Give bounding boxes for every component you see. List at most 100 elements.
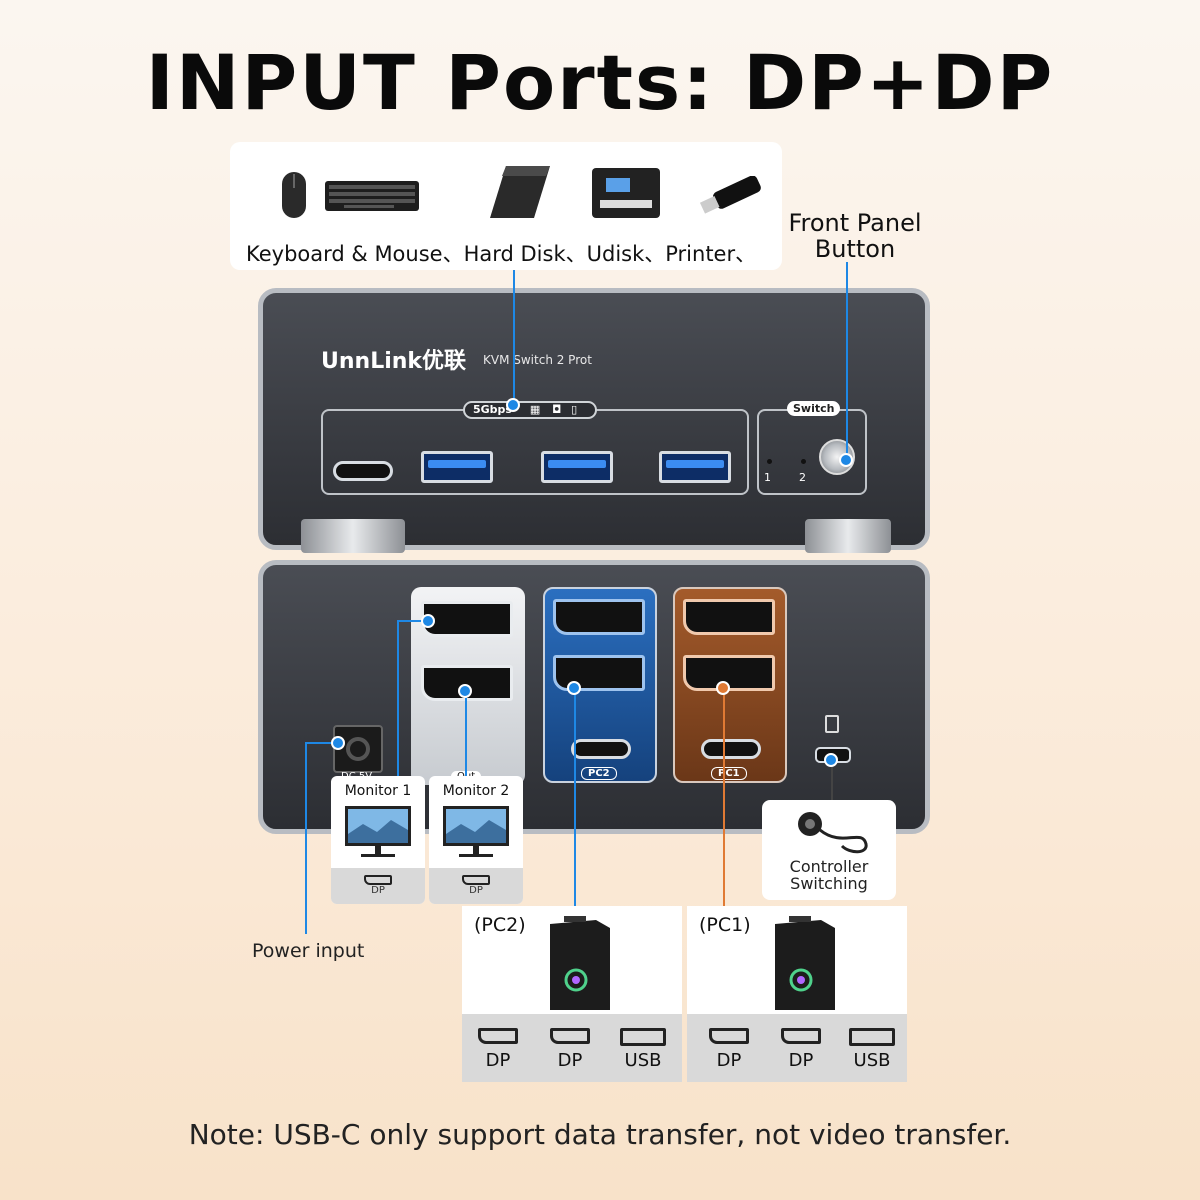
brand-logo: UnnLink优联 [321,343,466,375]
monitor-1-line-v [397,620,399,776]
monitor-2-icon [443,806,509,857]
pc1-port-block: PC1 [673,587,787,783]
led-1 [767,459,772,464]
devices-label: Keyboard & Mouse、Hard Disk、Udisk、Printer… [246,242,757,266]
pc2-name: (PC2) [474,914,526,936]
controller-port-icon [825,715,839,733]
pc1-name: (PC1) [699,914,751,936]
controller-label: Controller Switching [762,858,896,892]
pc1-port-label-3: USB [853,1050,891,1071]
led-1-label: 1 [764,471,771,484]
controller-card: Controller Switching [762,800,896,900]
mouse-mini-icon: ◘ [552,403,562,416]
front-usb-a-port-1 [421,451,493,483]
controller-cable-icon [798,812,868,854]
switch-label: Switch [787,401,841,416]
pc1-connector-line [723,688,725,906]
devices-card: Keyboard & Mouse、Hard Disk、Udisk、Printer… [230,142,782,270]
printer-icon [592,168,660,218]
controller-connector-line [831,760,833,800]
front-usb-a-port-3 [659,451,731,483]
pc2-usb-icon [620,1028,666,1046]
power-input-label: Power input [252,940,365,962]
led-2-label: 2 [799,471,806,484]
keyboard-mini-icon: ▦ [529,403,541,416]
pc1-label: PC1 [711,767,747,780]
front-panel-line-1: Front Panel [788,209,922,237]
front-panel-callout: Front Panel Button [770,210,940,262]
pc1-tower-icon [775,916,835,1010]
devices-connector-dot [506,398,520,412]
monitor-1-name: Monitor 1 [344,783,412,799]
controller-line-1: Controller [789,857,869,876]
usb-c-note: Note: USB-C only support data transfer, … [188,1118,1012,1151]
pc1-port-strip: DP DP USB [687,1014,907,1082]
speed-badge-text: 5Gbps [473,403,512,416]
usb-port-panel: 5Gbps ▦ ◘ ▯ [321,401,749,495]
power-dot [331,736,345,750]
pc1-dp-port-1 [683,599,775,635]
monitor-2-name: Monitor 2 [442,783,510,799]
pc1-connector-dot [716,681,730,695]
pc2-connector-line [574,688,576,906]
pc1-card: (PC1) DP DP USB [687,906,907,1082]
pc2-tower-icon [550,916,610,1010]
mouse-icon [282,172,306,218]
pc1-port-label-2: DP [788,1050,814,1071]
front-usb-a-port-2 [541,451,613,483]
pc2-dp-icon-2 [550,1028,590,1044]
monitor-1-port-label: DP [371,885,385,896]
pc2-port-strip: DP DP USB [462,1014,682,1082]
keyboard-icon [325,181,419,211]
monitor-card-1: Monitor 1 DP [331,776,425,904]
controller-connector-dot [824,753,838,767]
pc2-port-label-2: DP [557,1050,583,1071]
monitor-2-dot [458,684,472,698]
pc2-connector-dot [567,681,581,695]
monitor-1-port-strip: DP [331,868,425,904]
monitor-1-dot [421,614,435,628]
brand-cn: 优联 [422,349,467,374]
udisk-mini-icon: ▯ [571,403,578,416]
kvm-front-unit: UnnLink优联 KVM Switch 2 Prot 5Gbps ▦ ◘ ▯ … [258,288,930,553]
pc1-port-label-1: DP [716,1050,742,1071]
pc2-card: (PC2) DP DP USB [462,906,682,1082]
monitor-2-dp-icon [462,875,490,885]
monitor-1-icon [345,806,411,857]
brand-name: UnnLink [321,349,423,374]
pc1-usb-icon [849,1028,895,1046]
pc2-port-block: PC2 [543,587,657,783]
monitor-2-line [465,690,467,776]
pc1-dp-icon-2 [781,1028,821,1044]
monitor-card-2: Monitor 2 DP [429,776,523,904]
led-2 [801,459,806,464]
speed-badge: 5Gbps ▦ ◘ ▯ [463,401,597,419]
monitor-2-port-label: DP [469,885,483,896]
front-panel-connector-dot [839,453,853,467]
pc2-dp-icon-1 [478,1028,518,1044]
hard-disk-icon [490,166,550,218]
pc2-label: PC2 [581,767,617,780]
pc1-dp-icon-1 [709,1028,749,1044]
controller-line-2: Switching [790,874,868,893]
model-label: KVM Switch 2 Prot [483,353,592,367]
switch-panel: Switch 1 2 [757,401,867,495]
front-foot-right [805,519,891,553]
monitor-2-port-strip: DP [429,868,523,904]
page-title: INPUT Ports: DP+DP [145,38,1055,127]
pc2-port-label-1: DP [485,1050,511,1071]
front-panel-line-2: Button [814,235,896,263]
front-panel-connector-line [846,262,848,460]
pc2-dp-port-1 [553,599,645,635]
monitor-1-line-h [397,620,427,622]
pc2-port-label-3: USB [624,1050,662,1071]
pc1-usb-c-port [701,739,761,759]
power-line-h [305,742,337,744]
front-usb-c-port [333,461,393,481]
pc2-usb-c-port [571,739,631,759]
devices-connector-line [513,270,515,404]
front-foot-left [301,519,405,553]
monitor-1-dp-icon [364,875,392,885]
udisk-icon [699,176,761,214]
power-line-v [305,742,307,934]
